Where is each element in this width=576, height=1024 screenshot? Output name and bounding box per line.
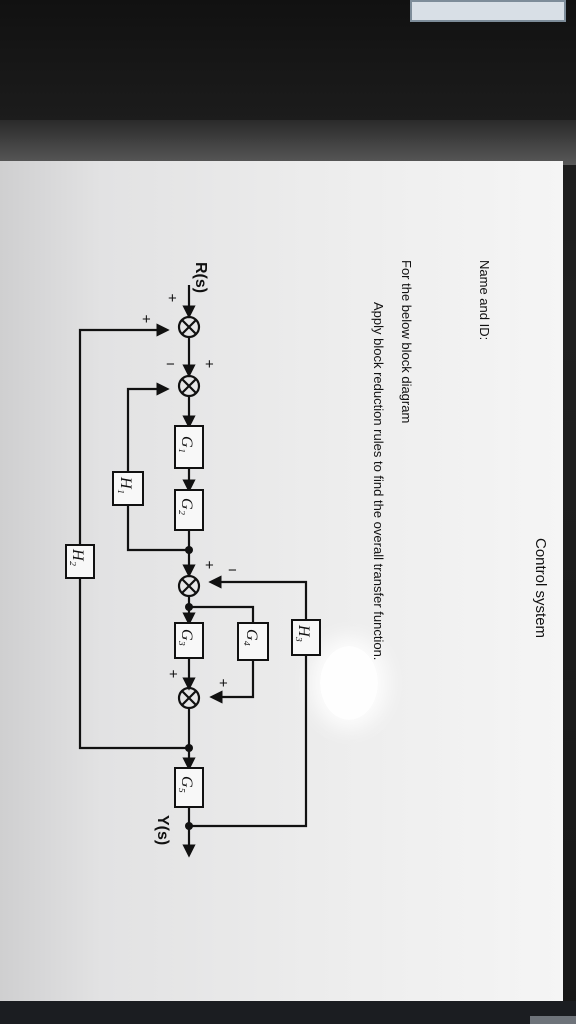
h3-block — [291, 619, 321, 656]
h2-block — [65, 544, 95, 579]
h3-pickoff-point — [185, 822, 193, 830]
instruction-line: For the below block diagram — [399, 260, 414, 423]
g4-pickoff-point — [185, 603, 193, 611]
summing-junction-4 — [177, 686, 201, 710]
h2-feedback-wire — [78, 323, 170, 545]
summing-junction-1 — [177, 315, 201, 339]
g4-label: G₄ — [243, 629, 260, 646]
sj2-feedback-sign: − — [166, 356, 175, 373]
sj1-input-sign: + — [168, 290, 177, 307]
monitor-bezel-shadow — [0, 120, 576, 165]
screen-glare — [320, 646, 378, 720]
h2-label: H₂ — [69, 548, 86, 567]
task-line: Apply block reduction rules to find the … — [371, 302, 386, 660]
h1-label: H₁ — [117, 476, 134, 494]
g3-label: G₃ — [178, 629, 195, 646]
g3-block — [174, 622, 204, 659]
summing-junction-3 — [177, 574, 201, 598]
h2-pickoff-point — [185, 744, 193, 752]
g1-label: G₁ — [178, 436, 195, 453]
g5-block — [174, 767, 204, 808]
sj4-feedforward-sign: + — [219, 675, 228, 692]
output-label: Y(s) — [154, 815, 171, 845]
sj4-input-sign: + — [169, 666, 178, 683]
h2-pickoff-wire — [78, 578, 189, 750]
summing-junction-2 — [177, 374, 201, 398]
g2-label: G₂ — [178, 498, 195, 516]
sj1-feedback-sign: + — [142, 311, 151, 328]
h3-feedback-wire — [208, 575, 308, 620]
g4-feedforward-wire — [209, 660, 255, 704]
h1-pickoff-wire — [126, 505, 189, 552]
g2-block — [174, 489, 204, 531]
h1-pickoff-point — [185, 546, 193, 554]
top-window-glow — [410, 0, 566, 22]
bottom-taskbar — [0, 1001, 576, 1024]
h3-pickoff-wire — [189, 655, 308, 828]
g5-label: G₅ — [178, 776, 195, 793]
g4-pickoff-wire — [189, 605, 255, 623]
input-label: R(s) — [192, 262, 209, 293]
h1-feedback-wire — [126, 382, 170, 472]
sj3-input-sign: + — [205, 557, 214, 574]
g4-block — [237, 622, 269, 661]
document-text-group: Control system Name and ID: For the belo… — [371, 260, 549, 660]
sj2-input-sign: + — [205, 356, 214, 373]
bottom-right-indicator — [530, 1016, 576, 1024]
sj3-feedback-sign: − — [228, 562, 237, 579]
h1-block — [112, 471, 144, 506]
g1-block — [174, 425, 204, 469]
name-id-label: Name and ID: — [477, 260, 492, 340]
h3-label: H₃ — [295, 624, 312, 642]
page-title: Control system — [532, 538, 549, 638]
